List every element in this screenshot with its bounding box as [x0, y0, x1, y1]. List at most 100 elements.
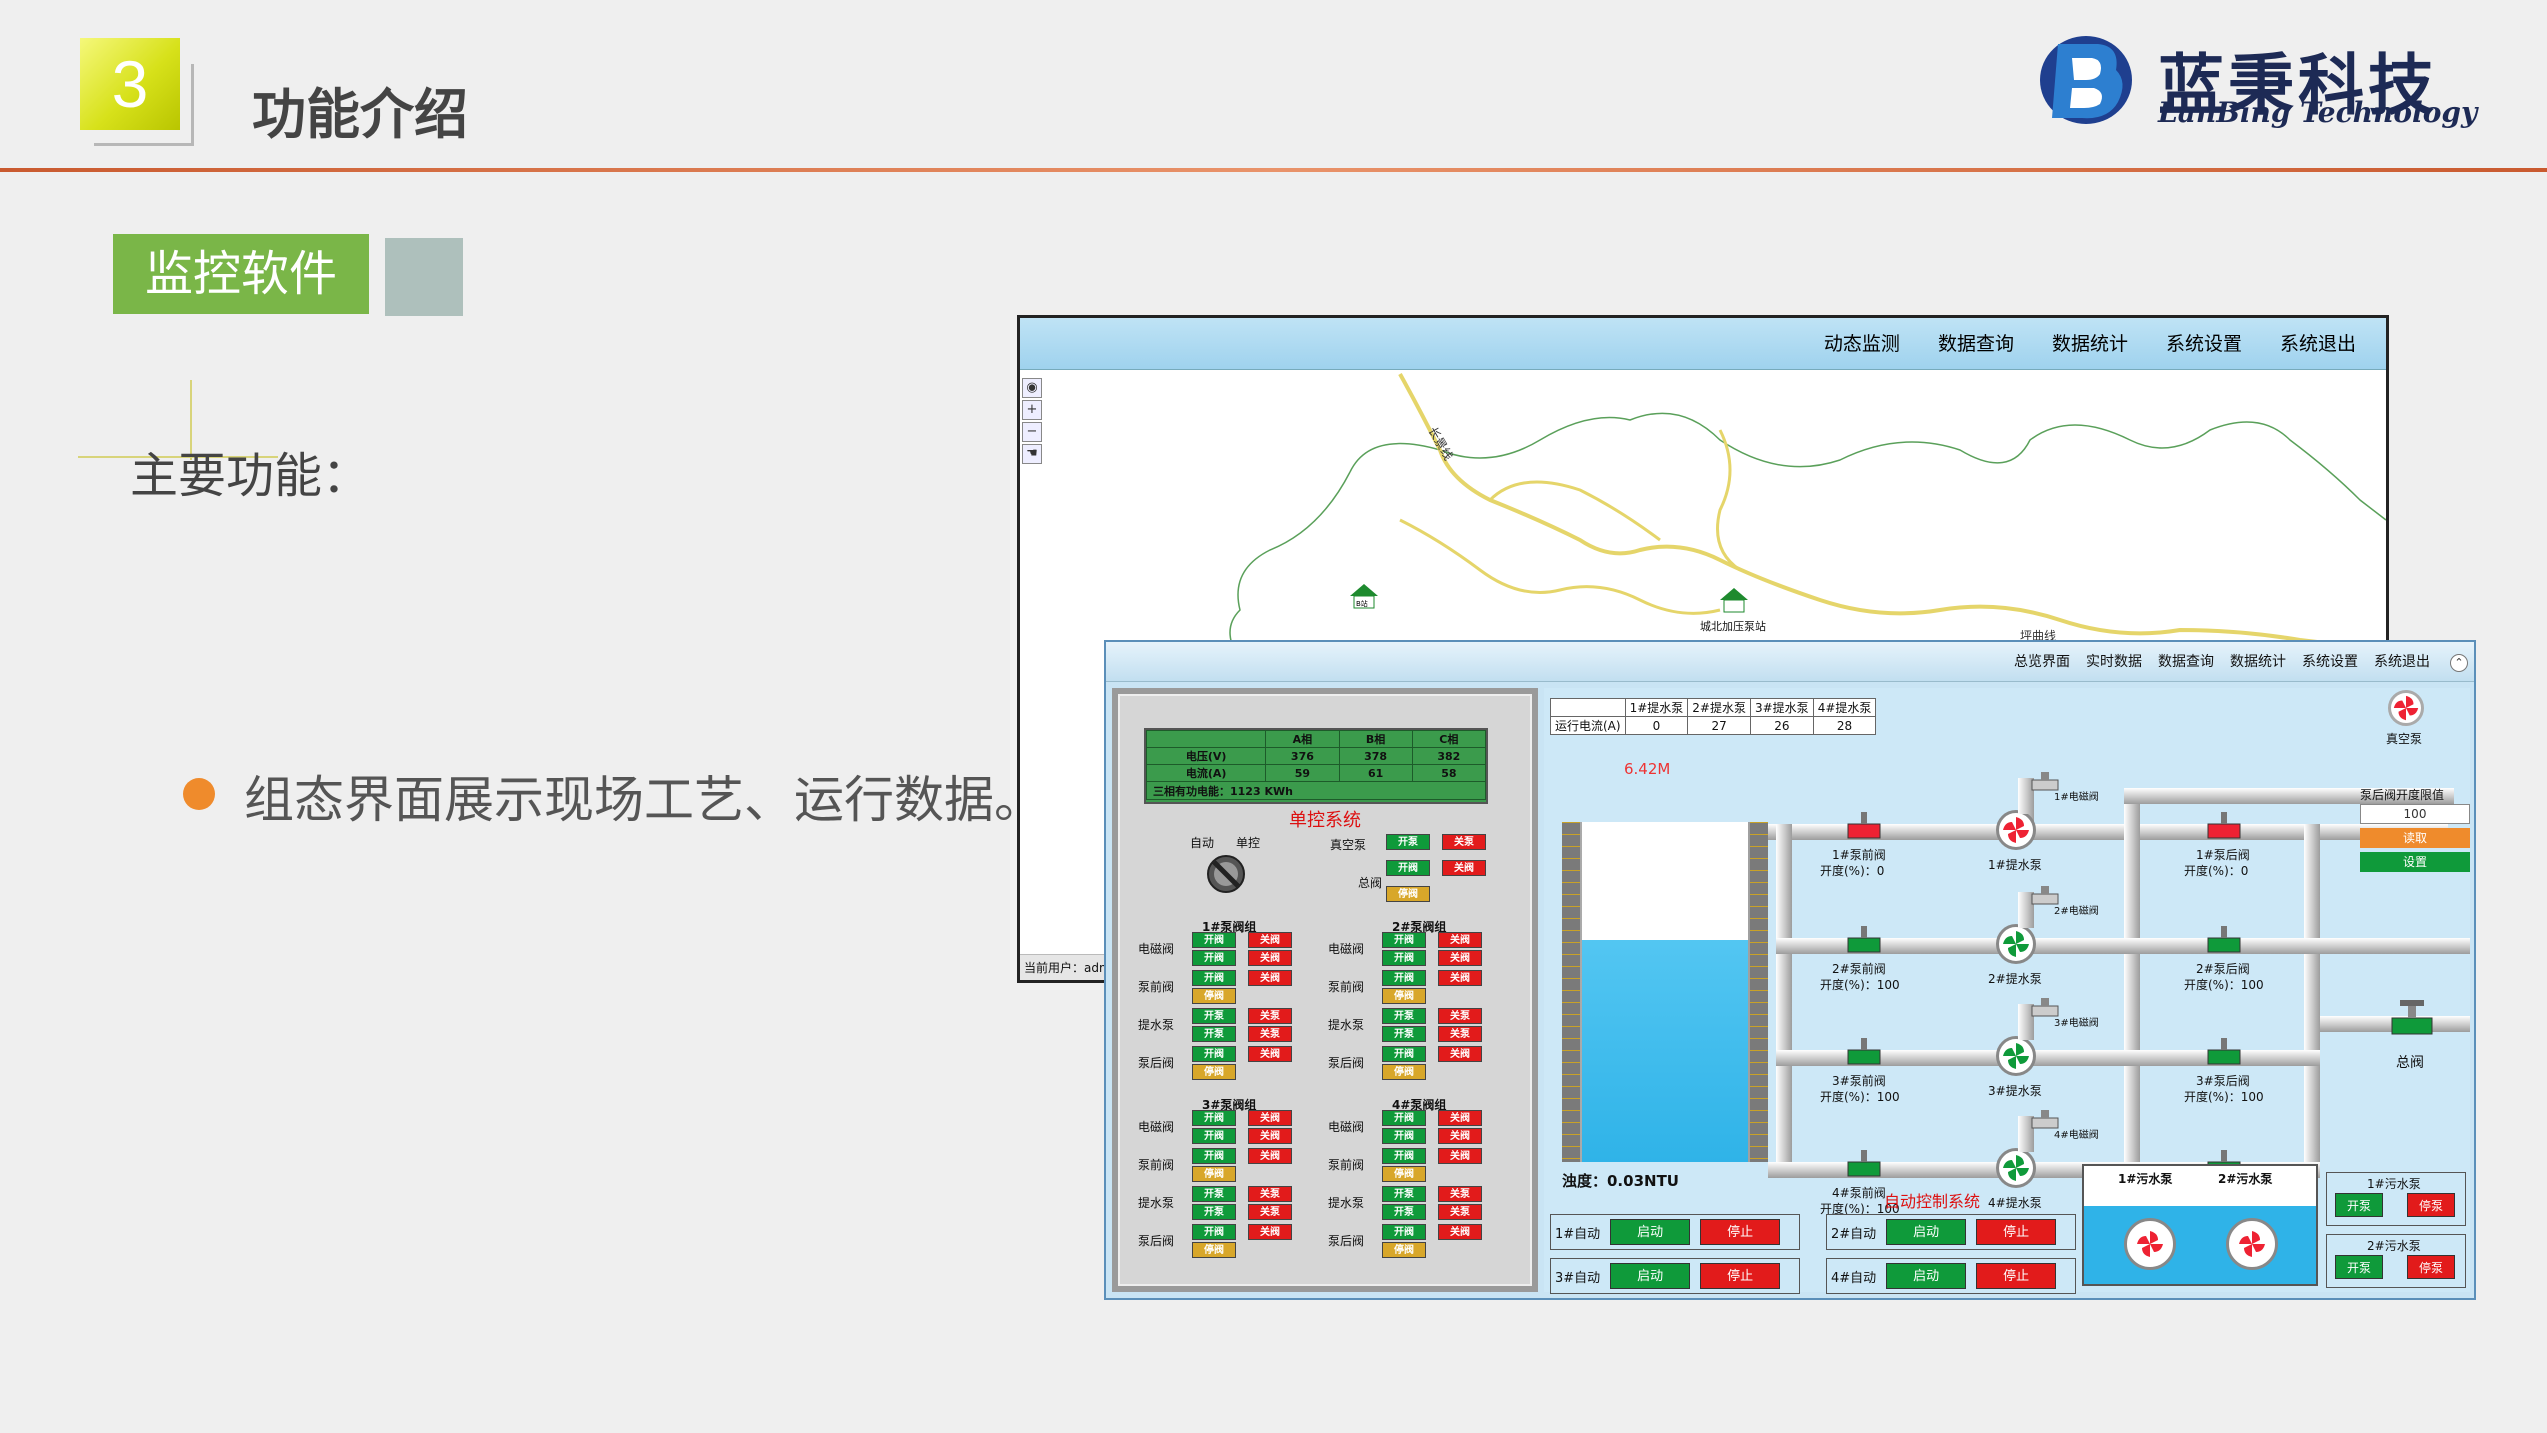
zoom-out-icon[interactable]: −	[1022, 422, 1042, 442]
pump-close-button[interactable]: 关泵	[1248, 1026, 1292, 1042]
valve-open-button[interactable]: 开阀	[1192, 950, 1236, 966]
nav-exit[interactable]: 系统退出	[2374, 654, 2430, 670]
valve-close-button[interactable]: 关阀	[1248, 950, 1292, 966]
post-valve-icon[interactable]	[2204, 924, 2244, 964]
total-valve-icon[interactable]	[2382, 1000, 2442, 1050]
nav-settings[interactable]: 系统设置	[2302, 654, 2358, 670]
pre-valve-icon[interactable]	[1844, 1148, 1884, 1188]
valve-stop-button[interactable]: 停阀	[1192, 1064, 1236, 1080]
valve-close-button[interactable]: 关阀	[1248, 1046, 1292, 1062]
valve-open-button[interactable]: 开阀	[1192, 932, 1236, 948]
valve-close-button[interactable]: 关阀	[1438, 1224, 1482, 1240]
valve-open-button[interactable]: 开阀	[1192, 1148, 1236, 1164]
valve-open-button[interactable]: 开阀	[1192, 970, 1236, 986]
lift-pump-icon[interactable]	[1996, 810, 2036, 850]
nav-overview[interactable]: 总览界面	[2014, 654, 2070, 670]
zoom-in-icon[interactable]: +	[1022, 400, 1042, 420]
pre-valve-icon[interactable]	[1844, 924, 1884, 964]
valve-stop-button[interactable]: 停阀	[1192, 1166, 1236, 1182]
valve-close-button[interactable]: 关阀	[1438, 1110, 1482, 1126]
valve-stop-button[interactable]: 停阀	[1382, 1166, 1426, 1182]
auto-start-button[interactable]: 启动	[1610, 1263, 1691, 1289]
pump-open-button[interactable]: 开泵	[1382, 1026, 1426, 1042]
auto-start-button[interactable]: 启动	[1886, 1263, 1967, 1289]
nav-realtime[interactable]: 实时数据	[2086, 654, 2142, 670]
valve-close-button[interactable]: 关阀	[1248, 1224, 1292, 1240]
pump-open-button[interactable]: 开泵	[1192, 1204, 1236, 1220]
valve-close-button[interactable]: 关阀	[1248, 932, 1292, 948]
pre-valve-icon[interactable]	[1844, 1036, 1884, 1076]
nav-system-exit[interactable]: 系统退出	[2279, 333, 2356, 355]
lift-pump-icon[interactable]	[1996, 924, 2036, 964]
pump-open-button[interactable]: 开泵	[1192, 1186, 1236, 1202]
pump-close-button[interactable]: 关泵	[1438, 1008, 1482, 1024]
valve-open-button[interactable]: 开阀	[1382, 1046, 1426, 1062]
lift-pump-icon[interactable]	[1996, 1148, 2036, 1188]
valve-open-button[interactable]: 开阀	[1382, 1110, 1426, 1126]
solenoid-valve-icon[interactable]	[2030, 772, 2060, 796]
pump-close-button[interactable]: 关泵	[1248, 1204, 1292, 1220]
valve-open-button[interactable]: 开阀	[1382, 950, 1426, 966]
nav-data-query[interactable]: 数据查询	[1937, 333, 2014, 355]
valve-open-button[interactable]: 开阀	[1382, 932, 1426, 948]
valve-close-button[interactable]: 关阀	[1248, 1110, 1292, 1126]
auto-start-button[interactable]: 启动	[1886, 1219, 1967, 1245]
nav-stats[interactable]: 数据统计	[2230, 654, 2286, 670]
vacuum-close-button[interactable]: 关泵	[1442, 834, 1486, 850]
auto-stop-button[interactable]: 停止	[1976, 1263, 2057, 1289]
pump-open-button[interactable]: 开泵	[1382, 1008, 1426, 1024]
valve-close-button[interactable]: 关阀	[1248, 1128, 1292, 1144]
auto-stop-button[interactable]: 停止	[1700, 1219, 1781, 1245]
threshold-input[interactable]: 100	[2360, 804, 2470, 824]
post-valve-icon[interactable]	[2204, 1036, 2244, 1076]
valve-open-button[interactable]: 开阀	[1192, 1224, 1236, 1240]
main-valve-open-button[interactable]: 开阀	[1386, 860, 1430, 876]
main-valve-stop-button[interactable]: 停阀	[1386, 886, 1430, 902]
solenoid-valve-icon[interactable]	[2030, 998, 2060, 1022]
valve-stop-button[interactable]: 停阀	[1382, 1064, 1426, 1080]
pump-open-button[interactable]: 开泵	[1382, 1186, 1426, 1202]
pump-close-button[interactable]: 关泵	[1248, 1186, 1292, 1202]
lift-pump-icon[interactable]	[1996, 1036, 2036, 1076]
nav-query[interactable]: 数据查询	[2158, 654, 2214, 670]
read-button[interactable]: 读取	[2360, 828, 2470, 848]
solenoid-valve-icon[interactable]	[2030, 886, 2060, 910]
nav-dynamic-monitor[interactable]: 动态监测	[1823, 333, 1900, 355]
sewage-1-open-button[interactable]: 开泵	[2335, 1193, 2383, 1217]
valve-stop-button[interactable]: 停阀	[1382, 988, 1426, 1004]
valve-open-button[interactable]: 开阀	[1192, 1128, 1236, 1144]
pump-close-button[interactable]: 关泵	[1438, 1026, 1482, 1042]
valve-close-button[interactable]: 关阀	[1248, 970, 1292, 986]
valve-close-button[interactable]: 关阀	[1438, 970, 1482, 986]
solenoid-valve-icon[interactable]	[2030, 1110, 2060, 1134]
valve-stop-button[interactable]: 停阀	[1382, 1242, 1426, 1258]
valve-close-button[interactable]: 关阀	[1438, 1046, 1482, 1062]
auto-start-button[interactable]: 启动	[1610, 1219, 1691, 1245]
map-canvas[interactable]: 长景线 坪曲线 B站 城北加压泵站	[1020, 370, 2386, 960]
pump-open-button[interactable]: 开泵	[1192, 1026, 1236, 1042]
valve-open-button[interactable]: 开阀	[1382, 1128, 1426, 1144]
pump-open-button[interactable]: 开泵	[1382, 1204, 1426, 1220]
auto-stop-button[interactable]: 停止	[1976, 1219, 2057, 1245]
valve-open-button[interactable]: 开阀	[1382, 1224, 1426, 1240]
sewage-2-open-button[interactable]: 开泵	[2335, 1255, 2383, 1279]
pump-close-button[interactable]: 关泵	[1438, 1204, 1482, 1220]
set-button[interactable]: 设置	[2360, 852, 2470, 872]
pump-close-button[interactable]: 关泵	[1248, 1008, 1292, 1024]
post-valve-icon[interactable]	[2204, 810, 2244, 850]
valve-open-button[interactable]: 开阀	[1382, 970, 1426, 986]
valve-close-button[interactable]: 关阀	[1248, 1148, 1292, 1164]
vacuum-open-button[interactable]: 开泵	[1386, 834, 1430, 850]
sewage-2-stop-button[interactable]: 停泵	[2407, 1255, 2455, 1279]
nav-data-stats[interactable]: 数据统计	[2051, 333, 2128, 355]
pre-valve-icon[interactable]	[1844, 810, 1884, 850]
nav-system-settings[interactable]: 系统设置	[2165, 333, 2242, 355]
hand-icon[interactable]: ☚	[1022, 444, 1042, 464]
valve-stop-button[interactable]: 停阀	[1192, 1242, 1236, 1258]
valve-close-button[interactable]: 关阀	[1438, 932, 1482, 948]
mode-switch-knob-icon[interactable]	[1204, 852, 1248, 896]
collapse-icon[interactable]: ⌃	[2450, 654, 2468, 672]
valve-open-button[interactable]: 开阀	[1382, 1148, 1426, 1164]
valve-close-button[interactable]: 关阀	[1438, 1148, 1482, 1164]
valve-close-button[interactable]: 关阀	[1438, 1128, 1482, 1144]
